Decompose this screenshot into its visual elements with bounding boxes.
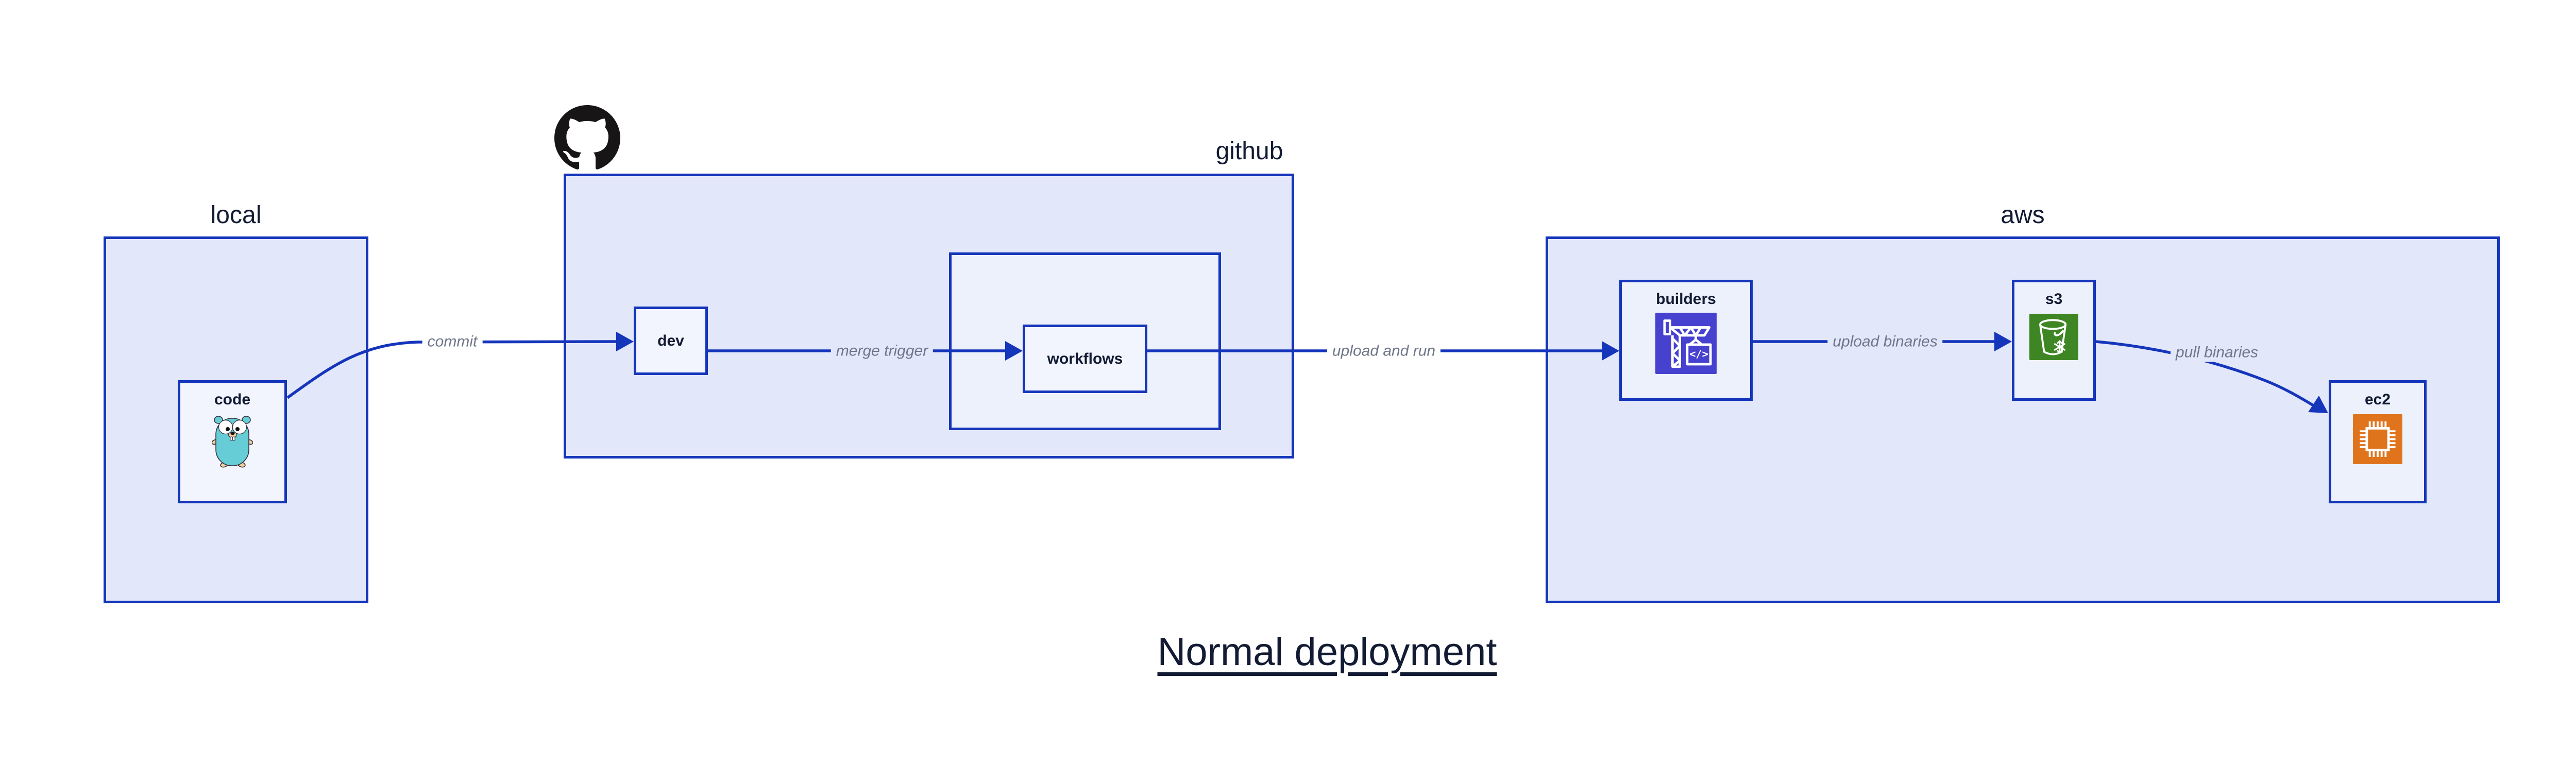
github-container-label: github (1215, 138, 1283, 165)
edge-upload-and-run-label: upload and run (1327, 341, 1441, 361)
crane-codebuild-icon: </> (1655, 313, 1717, 374)
builders-node-label: builders (1656, 291, 1716, 308)
edge-merge-trigger-label: merge trigger (831, 341, 934, 361)
dev-node: dev (634, 307, 708, 375)
code-node-label: code (214, 391, 251, 408)
workflows-node: workflows (1023, 325, 1147, 393)
cpu-chip-icon (2353, 414, 2402, 464)
workflows-node-label: workflows (1047, 350, 1123, 367)
edge-commit-label: commit (422, 332, 483, 351)
snowflake-glyph (2054, 340, 2065, 354)
ec2-node: ec2 (2329, 380, 2427, 503)
aws-container-label: aws (2001, 201, 2045, 229)
edge-upload-binaries-label: upload binaries (1827, 332, 1943, 351)
bucket-snowflake-icon (2029, 314, 2078, 360)
svg-text:</>: </> (1689, 348, 1708, 360)
github-octocat-icon (554, 105, 620, 169)
local-container-label: local (210, 201, 262, 229)
go-gopher-icon (212, 416, 253, 468)
code-node: code (178, 380, 287, 503)
builders-node: builders </> (1619, 280, 1753, 401)
s3-node: s3 (2012, 280, 2096, 401)
dev-node-label: dev (657, 332, 684, 349)
diagram-title: Normal deployment (1157, 630, 1497, 674)
edge-pull-binaries-label: pull binaries (2170, 343, 2264, 362)
ec2-node-label: ec2 (2364, 391, 2391, 408)
s3-node-label: s3 (2045, 291, 2063, 308)
